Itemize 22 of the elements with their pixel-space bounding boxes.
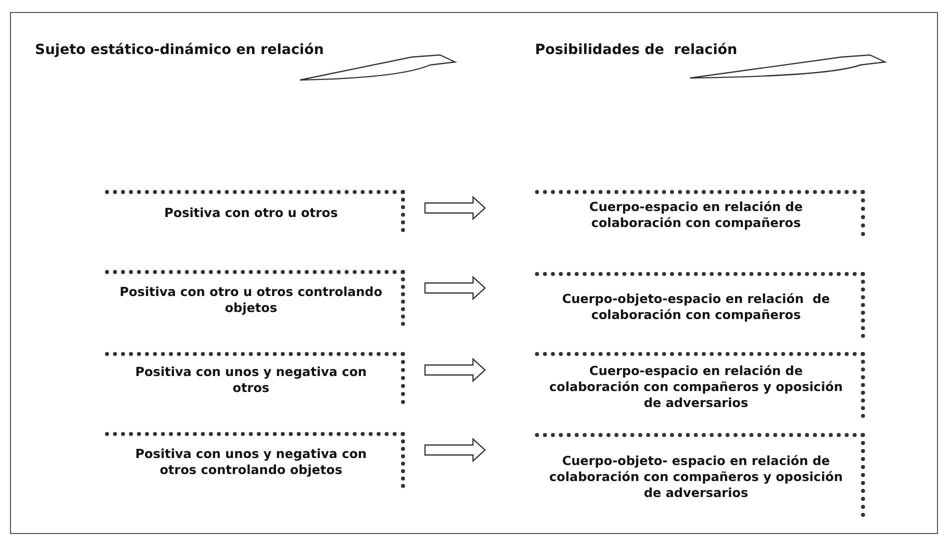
box-text: Positiva con otro u otros controlando objetos [118, 284, 384, 316]
text-box [105, 352, 405, 404]
box-text: Cuerpo-objeto- espacio en relación de colaboración con compañeros y oposición de adversarios [548, 452, 844, 502]
box-text: Positiva con otro u otros [164, 204, 338, 222]
box-text: Cuerpo-espacio en relación de colaboración con compañeros y oposición de adversarios [548, 362, 844, 412]
box-text: Cuerpo-objeto-espacio en relación de colaboración con compañeros [561, 290, 831, 324]
block-arrow [424, 438, 486, 462]
text-box [535, 190, 865, 236]
text-box [535, 272, 865, 338]
text-box [105, 190, 405, 232]
text-box [535, 352, 865, 418]
box-text: Positiva con unos y negativa con otros [134, 364, 368, 396]
box-text: Positiva con unos y negativa con otros controlando objetos [134, 446, 368, 478]
box-text: Cuerpo-espacio en relación de colaboración con compañeros [588, 198, 804, 232]
column-heading: Posibilidades de relación [535, 42, 738, 58]
block-arrow [424, 358, 486, 382]
block-arrow [424, 196, 486, 220]
column-heading: Sujeto estático-dinámico en relación [35, 42, 324, 58]
text-box [105, 432, 405, 488]
text-box [105, 270, 405, 326]
text-box [535, 433, 865, 517]
block-arrow [424, 276, 486, 300]
